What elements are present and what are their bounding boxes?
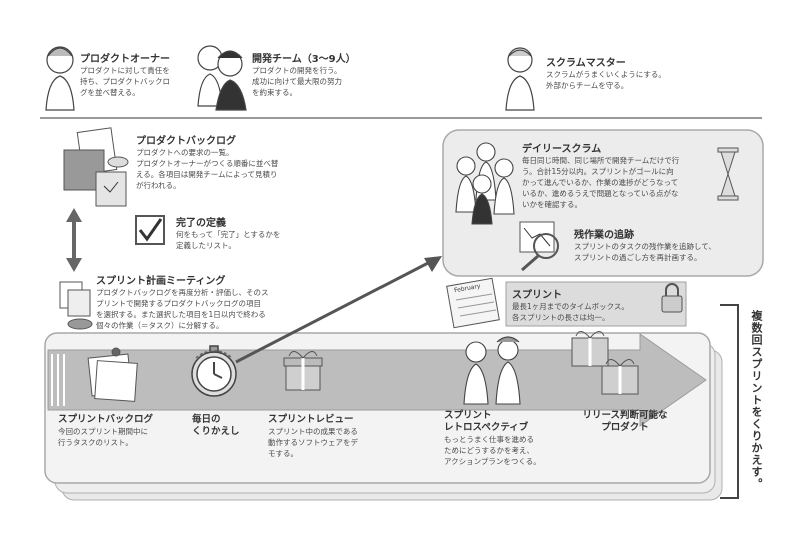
product-backlog-block: プロダクトバックログ プロダクトへの要求の一覧。プロダクトオーナーがつくる順番に…: [136, 132, 336, 191]
release-block: リリース判断可能な プロダクト: [570, 410, 680, 434]
scrum-master-figure: [505, 47, 535, 111]
sprint-info-desc: 最長1ヶ月までのタイムボックス。各スプリントの長さは均一。: [512, 302, 629, 322]
sprint-planning-title: スプリント計画ミーティング: [96, 276, 226, 287]
scrum-master-block: スクラムマスター スクラムがうまくいくようにする。外部からチームを守る。: [546, 54, 716, 91]
review-gift-icon: [283, 351, 323, 391]
daily-repeat-block: 毎日の くりかえし: [192, 414, 252, 438]
repeat-bracket: [720, 304, 739, 499]
sprint-info-title: スプリント: [512, 290, 562, 301]
product-backlog-icon: [63, 127, 129, 207]
sprint-backlog-notes-icon: [87, 347, 138, 402]
definition-of-done-desc: 何をもって「完了」とするかを定義したリスト。: [176, 230, 281, 250]
repeat-sprints-label: 複数回スプリントをくりかえす。: [750, 310, 763, 490]
sprint-calendar-icon: [446, 277, 500, 329]
product-owner-block: プロダクトオーナー プロダクトに対して責任を持ち、プロダクトバックログを並べ替え…: [80, 50, 200, 98]
product-owner-figure: [45, 46, 75, 111]
daily-to-scrum-arrow: [235, 260, 431, 364]
daily-scrum-block: デイリースクラム 毎日同じ時間、同じ場所で開発チームだけで行う。合計15分以内。…: [522, 140, 712, 210]
dev-team-title: 開発チーム（3～9人）: [252, 54, 356, 65]
daily-repeat-title-line-1: 毎日の: [192, 414, 221, 425]
stopwatch-icon: [191, 345, 237, 397]
product-owner-desc: プロダクトに対して責任を持ち、プロダクトバックログを並べ替える。: [80, 66, 170, 97]
release-title-line-1: リリース判断可能な: [582, 410, 668, 421]
definition-of-done-block: 完了の定義 何をもって「完了」とするかを定義したリスト。: [176, 214, 326, 251]
sprint-review-desc: スプリント中の成果である動作するソフトウェアをデモする。: [268, 427, 358, 458]
scrum-master-desc: スクラムがうまくいくようにする。外部からチームを守る。: [546, 70, 666, 90]
burndown-chart-icon: [519, 221, 559, 272]
burndown-desc: スプリントのタスクの残作業を追跡して、スプリントの過ごし方を再計画する。: [574, 242, 716, 262]
release-title-line-2: プロダクト: [601, 422, 649, 433]
sprint-planning-desc: プロダクトバックログを再度分析・評価し、そのスプリントで開発するプロダクトバック…: [96, 288, 269, 330]
scrum-master-title: スクラムマスター: [546, 58, 626, 69]
dev-team-block: 開発チーム（3～9人） プロダクトの開発を行う。成功に向けて最大限の努力を約束す…: [252, 50, 382, 98]
retrospective-title-line-1: スプリント: [444, 410, 492, 421]
sprint-backlog-title: スプリントバックログ: [58, 414, 154, 425]
product-backlog-desc: プロダクトへの要求の一覧。プロダクトオーナーがつくる順番に並べ替える。各項目は開…: [136, 148, 279, 190]
sprint-planning-icon: [59, 281, 93, 330]
definition-of-done-checkbox: [135, 215, 165, 245]
retrospective-figures: [463, 336, 521, 405]
product-backlog-title: プロダクトバックログ: [136, 136, 236, 147]
daily-scrum-desc: 毎日同じ時間、同じ場所で開発チームだけで行う。合計15分以内。スプリントがゴール…: [522, 156, 680, 209]
lock-icon: [661, 283, 683, 313]
product-owner-title: プロダクトオーナー: [80, 54, 170, 65]
sprint-backlog-desc: 今回のスプリント期間中に行うタスクのリスト。: [58, 427, 148, 447]
burndown-block: 残作業の追跡 スプリントのタスクの残作業を追跡して、スプリントの過ごし方を再計画…: [574, 226, 754, 263]
sprint-backlog-block: スプリントバックログ 今回のスプリント期間中に行うタスクのリスト。: [58, 414, 178, 448]
sprint-review-block: スプリントレビュー スプリント中の成果である動作するソフトウェアをデモする。: [268, 414, 388, 459]
sprint-planning-block: スプリント計画ミーティング プロダクトバックログを再度分析・評価し、そのスプリン…: [96, 272, 326, 331]
release-gift-icons: [571, 331, 639, 395]
sprint-info-box: [505, 281, 687, 327]
dev-team-desc: プロダクトの開発を行う。成功に向けて最大限の努力を約束する。: [252, 66, 342, 97]
daily-scrum-title: デイリースクラム: [522, 144, 602, 155]
hourglass-icon: [717, 147, 739, 201]
sprint-review-title: スプリントレビュー: [268, 414, 354, 425]
retrospective-desc: もっとうまく仕事を進めるためにどうするかを考え、アクションプランをつくる。: [444, 435, 541, 466]
daily-repeat-title-line-2: くりかえし: [192, 426, 240, 437]
daily-scrum-team-figures: [455, 142, 515, 225]
definition-of-done-title: 完了の定義: [176, 218, 226, 229]
retrospective-title-line-2: レトロスペクティブ: [444, 422, 529, 433]
sprint-info-block: スプリント 最長1ヶ月までのタイムボックス。各スプリントの長さは均一。: [512, 286, 662, 323]
burndown-title: 残作業の追跡: [574, 230, 634, 241]
dev-team-figures: [197, 45, 247, 111]
retrospective-block: スプリント レトロスペクティブ もっとうまく仕事を進めるためにどうするかを考え、…: [444, 410, 574, 467]
